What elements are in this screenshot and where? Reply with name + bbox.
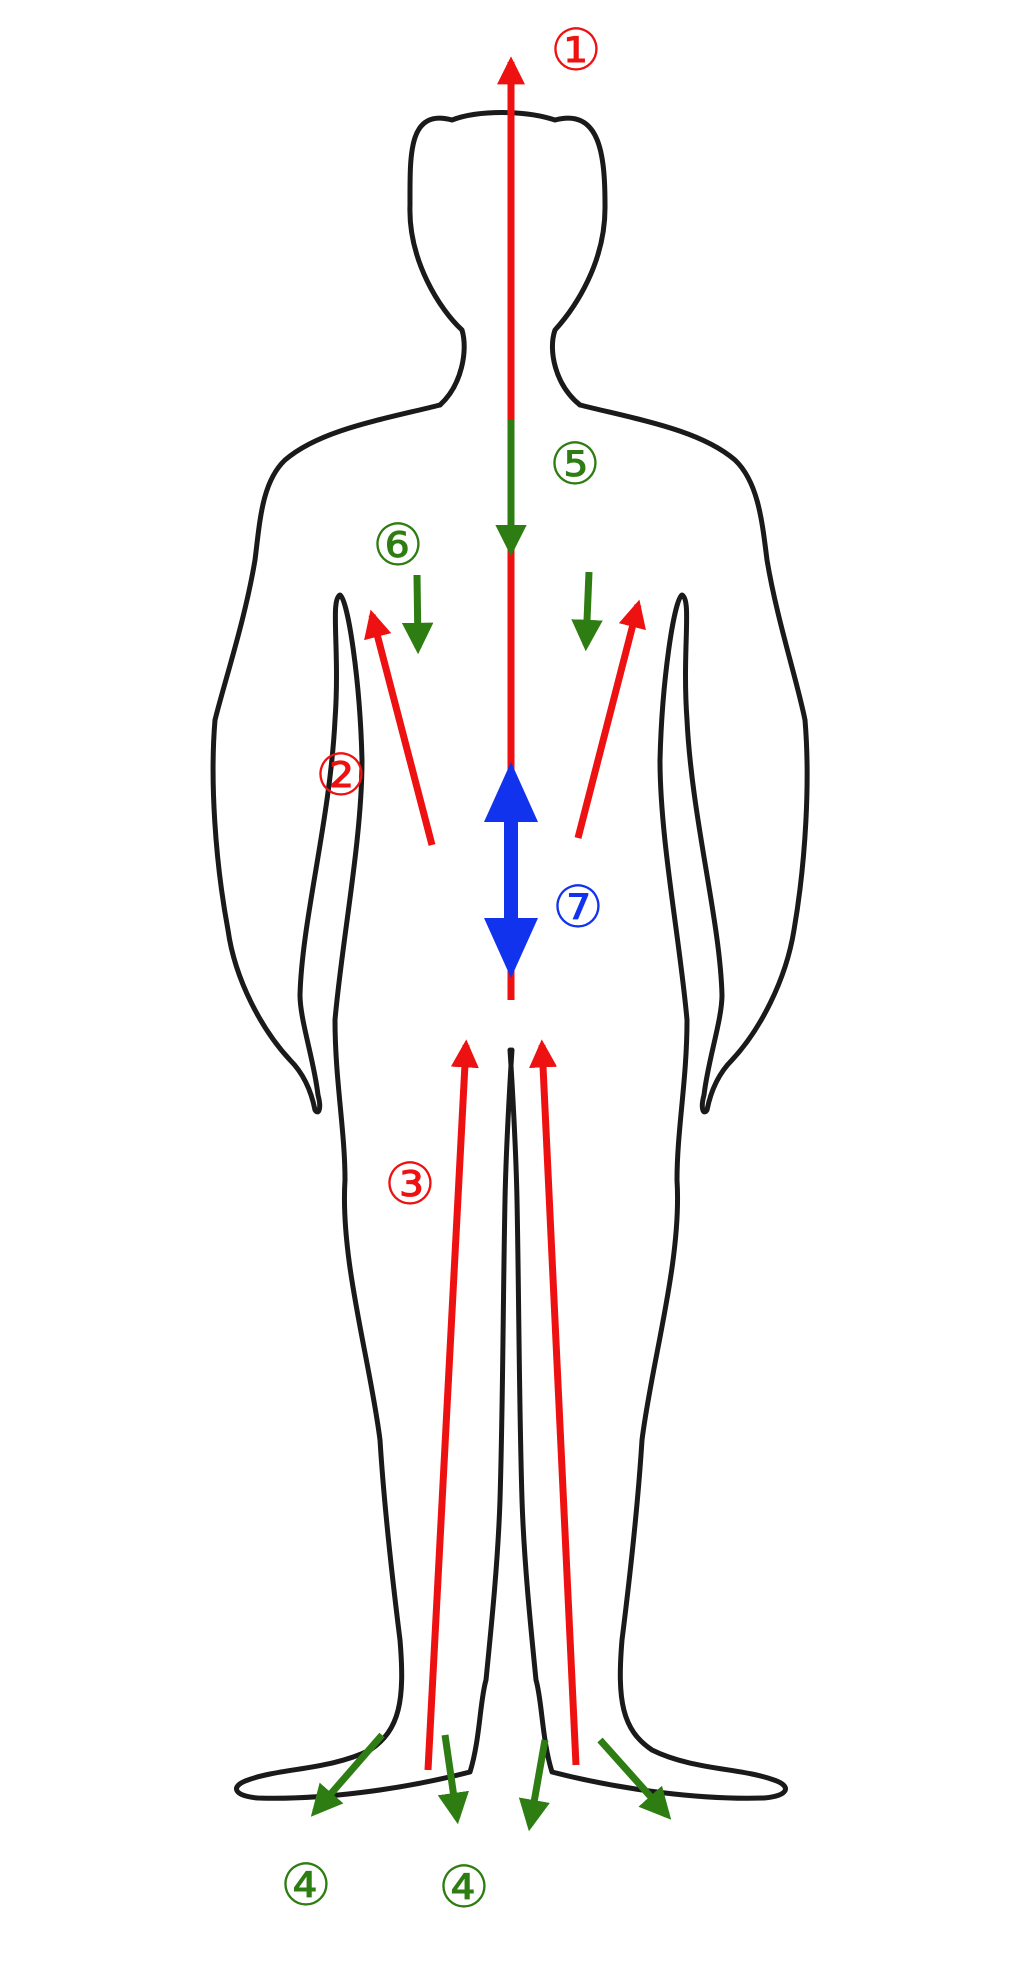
arrow-2-right <box>574 599 646 839</box>
label-4-right: ④ <box>438 1853 490 1921</box>
label-5: ⑤ <box>549 430 601 498</box>
arrow-3-right <box>529 1039 580 1766</box>
label-4-left: ④ <box>280 1851 332 1919</box>
arrow-4-inner-left <box>437 1734 469 1825</box>
label-6: ⑥ <box>372 511 424 579</box>
arrow-4-far-right <box>597 1737 672 1820</box>
arrow-2-left <box>364 609 436 846</box>
head-outline <box>407 110 608 408</box>
body-silhouette <box>210 402 810 1801</box>
arrow-3-left <box>424 1039 479 1771</box>
blue-double-arrow <box>484 762 538 978</box>
arrow-6-left <box>401 574 434 655</box>
label-7: ⑦ <box>552 873 604 941</box>
green-arrows <box>310 420 672 1832</box>
label-2: ② <box>315 741 367 809</box>
arrow-4-far-left <box>310 1732 385 1817</box>
arrow-4-inner-right <box>518 1739 550 1832</box>
body-outline <box>210 110 810 1801</box>
label-1: ① <box>550 16 602 84</box>
label-3: ③ <box>384 1150 436 1218</box>
arrow-6-right <box>571 571 603 652</box>
